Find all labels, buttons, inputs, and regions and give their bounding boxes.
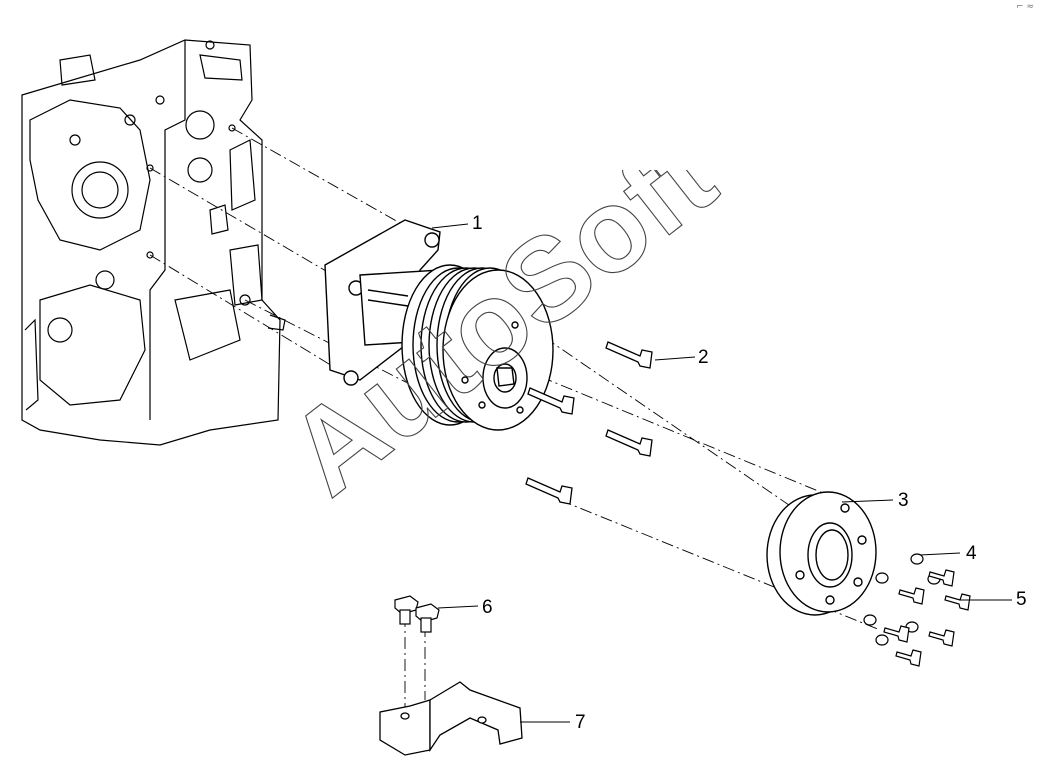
- callout-2: 2: [698, 347, 709, 368]
- damper-flange: [766, 491, 877, 616]
- screws: [883, 569, 971, 667]
- engine-block: [21, 39, 286, 446]
- callout-7: 7: [575, 712, 586, 733]
- callout-4: 4: [966, 543, 977, 564]
- pump-bolts: [525, 341, 653, 505]
- callout-6: 6: [482, 597, 493, 618]
- callout-5: 5: [1016, 589, 1027, 610]
- callout-1: 1: [472, 213, 483, 234]
- bracket-screws: [394, 595, 440, 633]
- pump-assembly: [324, 219, 554, 431]
- corner-mark: ⌐ ≈: [1016, 2, 1034, 12]
- bracket: [379, 681, 523, 756]
- callout-3: 3: [898, 490, 909, 511]
- leader-lines: [431, 223, 1012, 723]
